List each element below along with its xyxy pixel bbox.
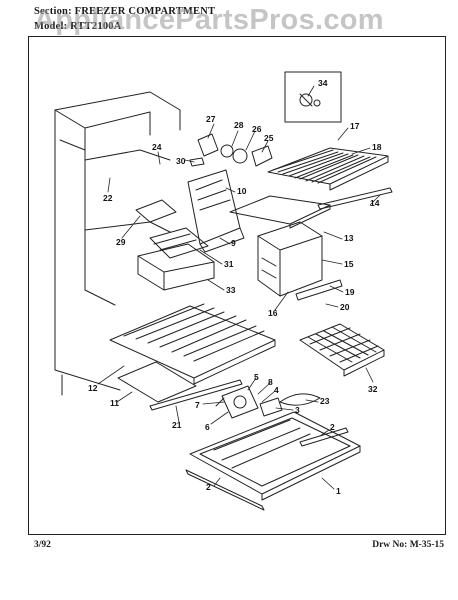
callout-31: 31 [224, 259, 234, 269]
diagram-frame [28, 36, 446, 535]
callout-6: 6 [205, 422, 210, 432]
callout-14: 14 [370, 198, 380, 208]
footer-drawing-number: Drw No: M-35-15 [372, 540, 444, 550]
section-value: FREEZER COMPARTMENT [74, 6, 216, 17]
callout-12: 12 [88, 383, 98, 393]
callout-17: 17 [350, 121, 360, 131]
callout-32: 32 [368, 384, 378, 394]
floor-pan [189, 411, 361, 501]
callout-labels: 34 27 28 26 25 17 18 24 30 22 10 14 29 9… [88, 78, 382, 496]
callout-11: 11 [110, 398, 119, 408]
callout-19: 19 [345, 287, 355, 297]
callout-18: 18 [372, 142, 382, 152]
model-line: Model: RTT2100A [34, 21, 122, 32]
section-title: Section: FREEZER COMPARTMENT [34, 6, 215, 17]
callout-33: 33 [226, 285, 236, 295]
fan-housing [257, 221, 343, 301]
floor-shelf [109, 303, 276, 385]
cabinet-outline [54, 91, 181, 396]
callout-25: 25 [264, 133, 274, 143]
callout-23: 23 [320, 396, 330, 406]
leader-lines [97, 85, 381, 490]
callout-2-left: 2 [206, 482, 211, 492]
callout-2-right: 2 [330, 422, 335, 432]
callout-27: 27 [206, 114, 216, 124]
footer-date: 3/92 [34, 540, 51, 550]
side-rails [185, 427, 349, 511]
ice-cube-tray [299, 323, 385, 377]
part-34-inset [284, 71, 342, 123]
model-label: Model: [34, 21, 68, 32]
callout-10: 10 [237, 186, 247, 196]
callout-34: 34 [318, 78, 328, 88]
drawing-label: Drw No: [372, 540, 408, 550]
callout-29: 29 [116, 237, 126, 247]
rod [149, 379, 243, 411]
callout-9: 9 [231, 238, 236, 248]
shelf-rail [317, 187, 393, 210]
callout-1: 1 [336, 486, 341, 496]
callout-8: 8 [268, 377, 273, 387]
ice-trays [135, 199, 215, 291]
model-value: RTT2100A [70, 21, 122, 32]
shelf-panel [229, 195, 331, 229]
callout-28: 28 [234, 120, 244, 130]
callout-16: 16 [268, 308, 278, 318]
callout-20: 20 [340, 302, 350, 312]
drawing-value: M-35-15 [409, 540, 444, 550]
control-parts [189, 133, 273, 167]
callout-24: 24 [152, 142, 162, 152]
damper-assembly [215, 385, 321, 419]
callout-21: 21 [172, 420, 182, 430]
callout-13: 13 [344, 233, 354, 243]
watermark: AppliancePartsPros.com [34, 4, 384, 36]
callout-15: 15 [344, 259, 354, 269]
callout-3: 3 [295, 405, 300, 415]
callout-22: 22 [103, 193, 113, 203]
section-label: Section: [34, 6, 72, 17]
bottom-panel [117, 361, 197, 403]
callout-5: 5 [254, 372, 259, 382]
callout-4: 4 [274, 385, 279, 395]
callout-30: 30 [176, 156, 186, 166]
callout-26: 26 [252, 124, 262, 134]
shelf-grille [267, 147, 389, 191]
callout-7: 7 [195, 400, 200, 410]
